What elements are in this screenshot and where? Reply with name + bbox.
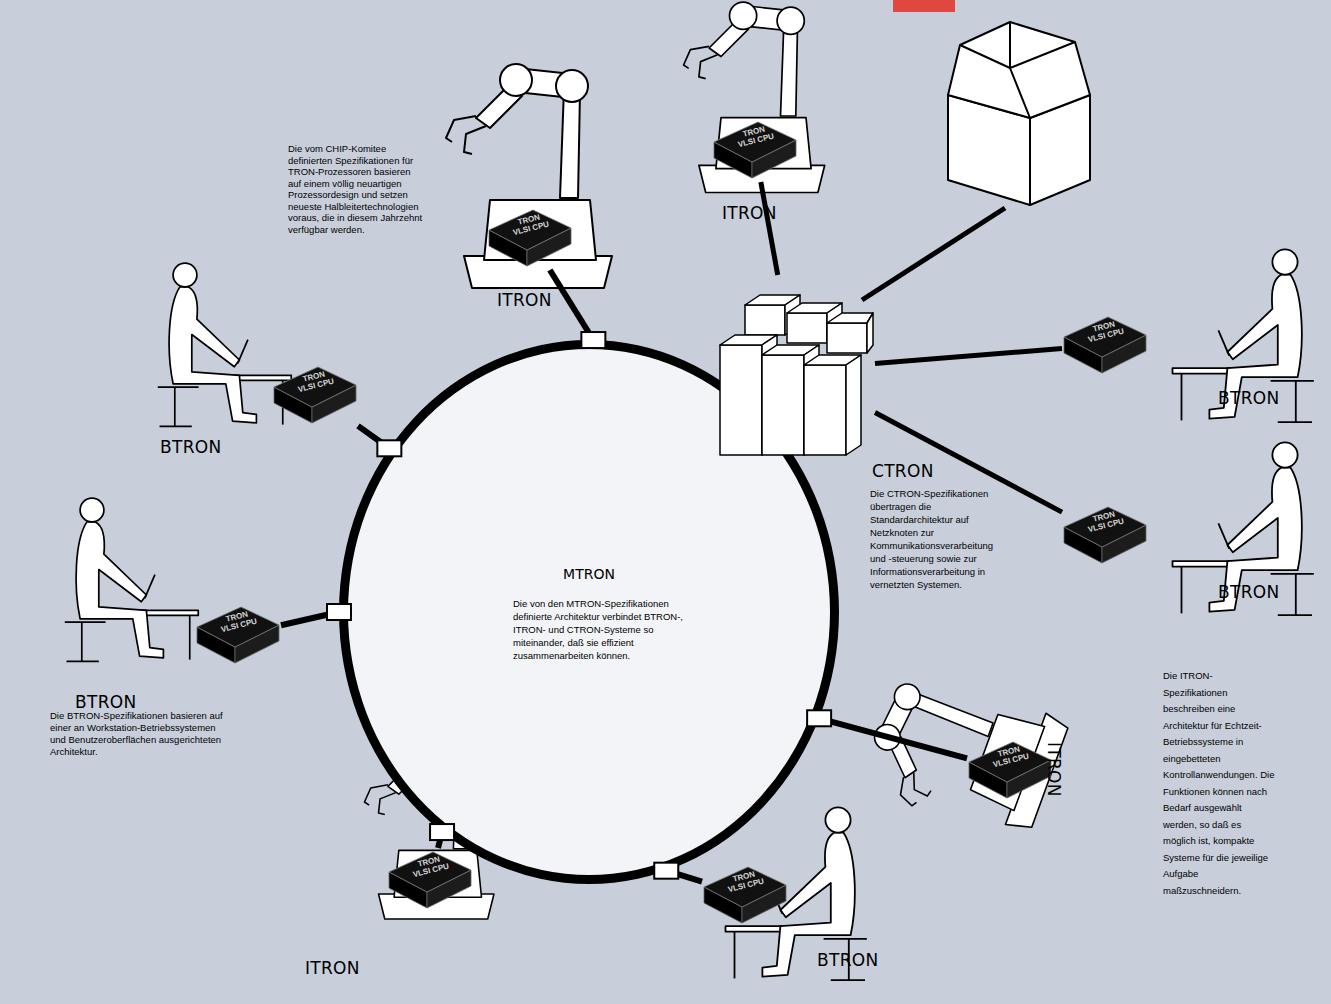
ring-port [377, 440, 401, 456]
cpu-chip: TRON VLSI CPUBTRON [702, 863, 788, 927]
station-label: BTRON [160, 437, 221, 457]
station-label: BTRON [817, 950, 878, 970]
station-label: ITRON [305, 958, 360, 978]
cpu-chip: TRON VLSI CPUBTRON [195, 603, 281, 667]
ring-port [654, 863, 678, 879]
cpu-chip: TRON VLSI CPUITRON [487, 206, 573, 270]
ring-port [327, 604, 351, 620]
connector-line [761, 182, 778, 275]
station-label: ITRON [497, 290, 552, 310]
station-label: CTRON [872, 461, 934, 481]
cpu-chip: TRON VLSI CPUBTRON [1062, 313, 1148, 377]
ring-port [430, 824, 454, 840]
seated-user [65, 498, 198, 661]
callout-note: Die vom CHIP-Komitee definierten Spezifi… [288, 143, 423, 235]
ring-port [807, 710, 831, 726]
cpu-chip: TRON VLSI CPUBTRON [272, 363, 358, 427]
station-label: BTRON [1218, 388, 1279, 408]
ring-port [581, 332, 605, 348]
ring-description: Die von den MTRON-Spezifikationen defini… [513, 597, 687, 662]
server-cabinets [715, 275, 875, 465]
station-label: BTRON [1218, 582, 1279, 602]
seated-user [1173, 442, 1314, 615]
connector-line [875, 348, 1062, 363]
connector-line [550, 270, 593, 340]
station-label: ITRON [1044, 742, 1064, 797]
connector-line [819, 718, 967, 758]
page-tab [893, 0, 955, 12]
connector-line [875, 413, 1062, 513]
station-label: ITRON [722, 203, 777, 223]
cpu-chip: TRON VLSI CPUITRON [387, 848, 473, 912]
callout-note: Die ITRON-Spezifikationen beschreiben ei… [1163, 668, 1275, 899]
spec-note: Die CTRON-Spezifikationen übertragen die… [870, 487, 998, 591]
building-icon [948, 22, 1090, 205]
ring-title: MTRON [348, 565, 830, 583]
robot-arm [446, 64, 612, 288]
cpu-chip: TRON VLSI CPUITRON [967, 738, 1053, 802]
station-label: BTRON [75, 692, 136, 712]
cpu-chip: TRON VLSI CPUBTRON [1062, 503, 1148, 567]
robot-arm [856, 661, 1070, 847]
seated-user [1173, 249, 1314, 422]
robot-arm [684, 2, 825, 192]
cpu-chip: TRON VLSI CPUITRON [712, 118, 798, 182]
server-node: CTRONDie CTRON-Spezifikationen übertrage… [715, 275, 875, 465]
callout-note: Die BTRON-Spezifikationen basieren auf e… [50, 710, 230, 758]
seated-user [158, 263, 291, 426]
network-line [862, 208, 1005, 300]
